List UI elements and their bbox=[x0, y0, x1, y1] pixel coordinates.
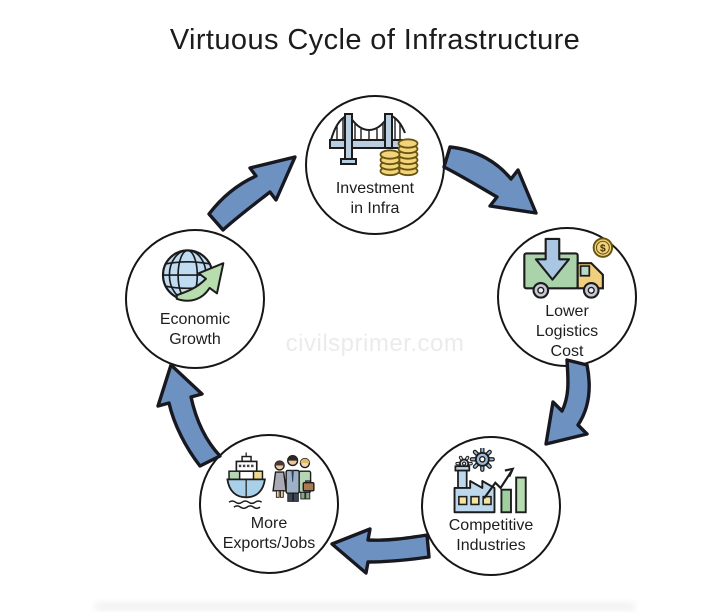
dollar-coin-icon: $ bbox=[592, 237, 614, 258]
briefcase-icon bbox=[302, 481, 315, 492]
factory-growth-icon bbox=[453, 448, 527, 514]
workers-group-icon bbox=[272, 455, 315, 502]
cargo-ship-icon bbox=[226, 452, 266, 510]
node-label: More Exports/Jobs bbox=[223, 514, 315, 554]
label-line: Competitive bbox=[448, 517, 534, 534]
label-line: Growth bbox=[169, 331, 221, 348]
node-label: Competitive Industries bbox=[449, 516, 533, 556]
label-line: Logistics bbox=[535, 323, 599, 340]
label-line: Lower bbox=[545, 303, 589, 320]
cost-down-arrow-icon bbox=[534, 237, 571, 281]
cycle-node-economic-growth: Economic Growth bbox=[125, 229, 265, 369]
arrow-exports-to-growth bbox=[156, 363, 222, 468]
arrow-competitive-to-exports bbox=[330, 527, 431, 575]
page-title: Virtuous Cycle of Infrastructure bbox=[169, 24, 581, 56]
node-label: Economic Growth bbox=[160, 310, 230, 350]
arrow-investment-to-logistics bbox=[442, 145, 538, 215]
watermark-text: civilsprimer.com bbox=[285, 330, 465, 357]
bar-chart-icon bbox=[500, 488, 512, 514]
cycle-node-competitive-industries: Competitive Industries bbox=[421, 436, 561, 576]
node-label: Investment in Infra bbox=[336, 179, 414, 219]
label-line: Cost bbox=[550, 343, 584, 360]
ship-and-workers-icon bbox=[226, 452, 315, 510]
truck-cost-down-icon: $ bbox=[523, 237, 614, 299]
node-label: Lower Logistics Cost bbox=[536, 302, 598, 362]
label-line: More bbox=[250, 515, 288, 532]
label-line: Industries bbox=[456, 537, 526, 554]
arrow-logistics-to-competitive bbox=[544, 358, 591, 446]
growth-arrow-icon bbox=[483, 469, 513, 500]
cycle-node-lower-logistics-cost: $ Lower Logistics Cost bbox=[497, 227, 637, 367]
upward-swoosh-arrow-icon bbox=[175, 262, 225, 302]
bridge-and-coins-icon bbox=[329, 113, 419, 177]
label-line: in Infra bbox=[350, 200, 400, 217]
label-line: Exports/Jobs bbox=[222, 535, 316, 552]
arrow-economic-growth-to-investment bbox=[207, 155, 297, 232]
svg-text:$: $ bbox=[600, 244, 606, 255]
bottom-crop-artifact bbox=[95, 602, 635, 611]
cycle-node-investment-in-infra: Investment in Infra bbox=[305, 95, 445, 235]
label-line: Economic bbox=[159, 311, 231, 328]
cycle-node-more-exports-jobs: More Exports/Jobs bbox=[199, 434, 339, 574]
label-line: Investment bbox=[335, 180, 415, 197]
globe-growth-arrow-icon bbox=[161, 249, 225, 302]
